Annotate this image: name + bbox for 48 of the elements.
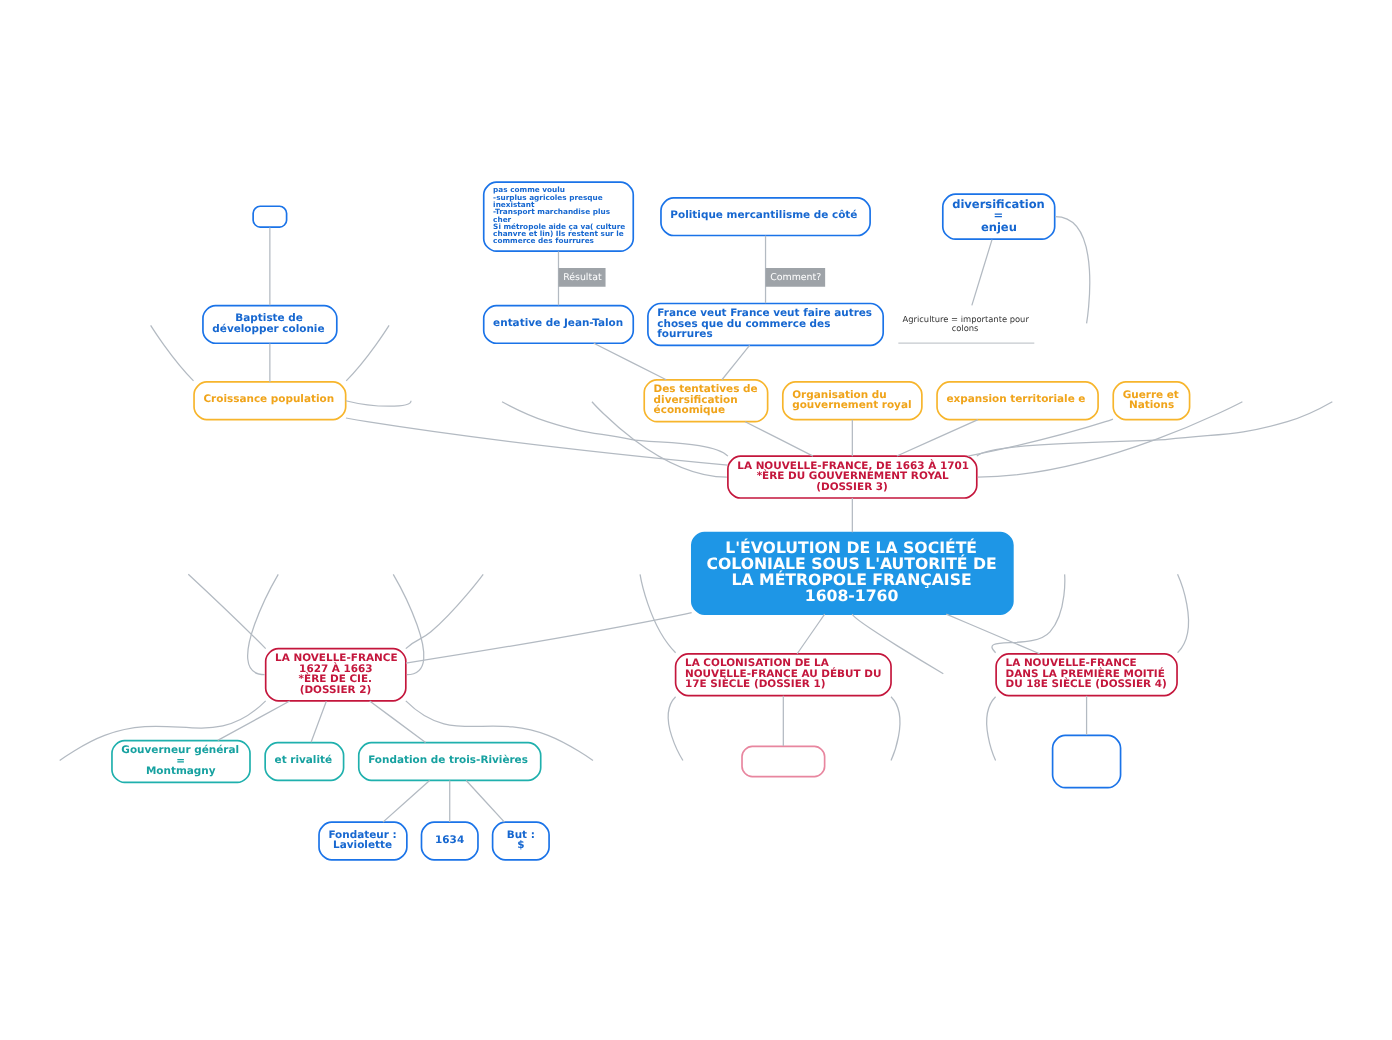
connector: [369, 699, 427, 743]
connector: [247, 572, 279, 675]
connector: [269, 341, 271, 382]
connector: [1054, 215, 1091, 323]
connector: [1085, 694, 1088, 735]
connector: [345, 399, 412, 406]
connector: [986, 695, 997, 761]
connector: [269, 225, 271, 305]
connector: [851, 418, 853, 456]
connector: [971, 238, 993, 305]
connector: [721, 343, 751, 380]
connector: [967, 417, 1114, 456]
connector: [591, 400, 728, 477]
connector: [217, 699, 291, 740]
connector: [991, 572, 1066, 653]
connector: [405, 699, 594, 761]
connector: [976, 400, 1333, 456]
connector: [310, 699, 327, 742]
connector: [187, 572, 267, 649]
connector: [345, 416, 729, 465]
connector: [796, 612, 826, 654]
connector: [449, 778, 451, 822]
connector: [782, 694, 784, 746]
connector: [1176, 572, 1190, 653]
connector: [405, 572, 484, 649]
connector: [557, 249, 560, 305]
connector: [744, 420, 814, 456]
connector: [667, 695, 684, 761]
connector: [764, 234, 767, 303]
connector: [150, 323, 195, 381]
node-box: [252, 204, 288, 227]
connector: [392, 572, 425, 675]
connector: [890, 695, 901, 761]
connector: [851, 612, 944, 674]
connector: [945, 612, 1041, 654]
node-box: [1051, 733, 1122, 788]
connector: [465, 778, 506, 822]
connector: [896, 417, 979, 456]
connector: [593, 341, 667, 380]
connector: [382, 778, 431, 822]
connector: [59, 699, 267, 761]
node-box: [741, 744, 826, 777]
connector: [639, 572, 677, 653]
connector: [345, 323, 390, 381]
connector: [501, 400, 729, 456]
connector: [977, 400, 1243, 477]
connector: [851, 496, 853, 532]
connector: [405, 611, 693, 663]
